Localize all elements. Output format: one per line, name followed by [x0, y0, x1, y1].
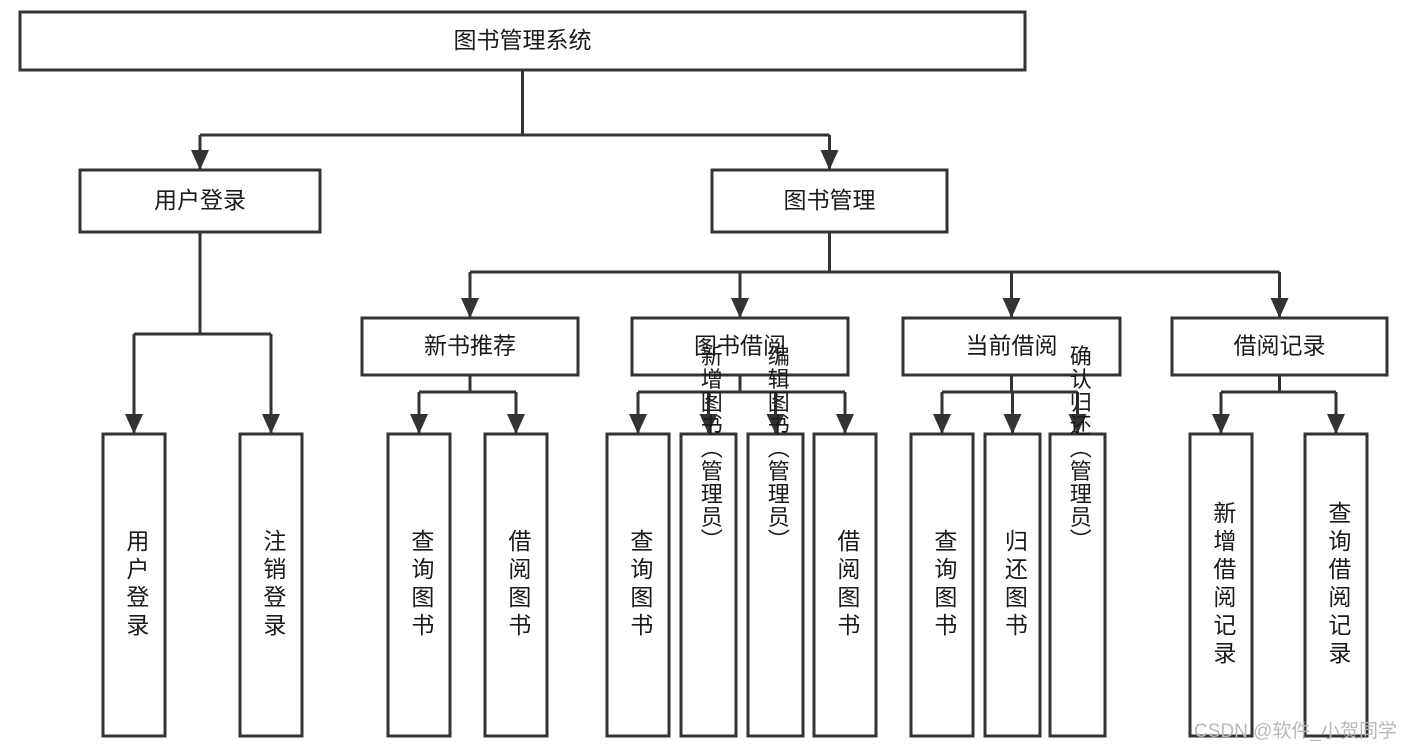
node-label-borrow-record: 借阅记录 [1234, 333, 1326, 359]
node-label-leaf-query-borrow-record: 查询借阅记录 [1325, 501, 1352, 669]
node-label-leaf-user-login: 用户登录 [123, 529, 150, 641]
node-label-leaf-edit-book: 编辑图书（管理员） [765, 345, 790, 552]
node-leaf-return-book[interactable]: 归还图书 [983, 432, 1042, 738]
node-box-leaf-query-book-current [909, 432, 975, 738]
node-label-current-borrow: 当前借阅 [966, 333, 1058, 359]
nodes-layer: 图书管理系统用户登录图书管理新书推荐图书借阅当前借阅借阅记录用户登录注销登录查询… [18, 10, 1389, 738]
node-box-leaf-query-book-borrow [605, 432, 671, 738]
arrow-head-bookmgmt-0 [461, 298, 479, 318]
node-box-leaf-return-book [983, 432, 1042, 738]
arrow-head-l3-0-1 [507, 414, 525, 434]
arrow-head-l3-2-0 [933, 414, 951, 434]
arrow-head-l3-2-2 [1068, 414, 1087, 434]
connectors-layer [125, 70, 1345, 434]
node-user-login[interactable]: 用户登录 [78, 168, 322, 234]
arrow-head-l3-1-3 [836, 414, 854, 434]
node-box-leaf-borrow-book-recommend [483, 432, 549, 738]
node-leaf-user-login[interactable]: 用户登录 [101, 432, 167, 738]
arrow-head-l3-3-1 [1327, 414, 1345, 434]
node-label-leaf-borrow-book: 借阅图书 [834, 529, 861, 641]
node-current-borrow[interactable]: 当前借阅 [901, 316, 1122, 377]
node-leaf-query-book-borrow[interactable]: 查询图书 [605, 432, 671, 738]
node-label-user-login: 用户登录 [154, 187, 246, 213]
node-box-leaf-edit-book [746, 432, 805, 738]
node-label-leaf-borrow-book-recommend: 借阅图书 [505, 529, 532, 641]
node-book-borrow[interactable]: 图书借阅 [630, 316, 850, 377]
node-leaf-query-borrow-record[interactable]: 查询借阅记录 [1303, 432, 1369, 738]
node-label-book-management: 图书管理 [784, 187, 876, 213]
node-leaf-logout[interactable]: 注销登录 [238, 432, 304, 738]
arrow-head-bookmgmt-2 [1002, 298, 1021, 318]
node-leaf-borrow-book[interactable]: 借阅图书 [812, 432, 878, 738]
arrow-head-l3-1-0 [629, 414, 647, 434]
node-box-current-borrow [901, 316, 1122, 377]
arrow-head-bookmgmt-3 [1270, 298, 1289, 318]
node-new-book-recommend[interactable]: 新书推荐 [360, 316, 580, 377]
node-borrow-record[interactable]: 借阅记录 [1170, 316, 1389, 377]
node-leaf-query-book-current[interactable]: 查询图书 [909, 432, 975, 738]
node-label-leaf-logout: 注销登录 [260, 529, 287, 641]
node-leaf-add-book[interactable]: 新增图书（管理员） [679, 345, 738, 738]
node-root[interactable]: 图书管理系统 [18, 10, 1027, 72]
node-leaf-query-book-recommend[interactable]: 查询图书 [386, 432, 452, 738]
node-label-root: 图书管理系统 [454, 27, 592, 53]
node-box-user-login [78, 168, 322, 234]
arrow-head-bookmgmt-1 [731, 298, 749, 318]
node-label-leaf-query-book-borrow: 查询图书 [627, 529, 654, 641]
node-label-book-borrow: 图书借阅 [694, 333, 786, 359]
node-box-leaf-logout [238, 432, 304, 738]
node-label-leaf-add-book: 新增图书（管理员） [698, 345, 723, 552]
node-box-leaf-confirm-return [1048, 432, 1107, 738]
arrow-head-l3-2-1 [1003, 414, 1022, 434]
node-leaf-edit-book[interactable]: 编辑图书（管理员） [746, 345, 805, 738]
node-box-leaf-borrow-book [812, 432, 878, 738]
arrow-head-root-0 [191, 150, 209, 170]
node-box-leaf-add-borrow-record [1188, 432, 1254, 738]
node-label-leaf-query-book-current: 查询图书 [931, 529, 958, 641]
node-label-leaf-query-book-recommend: 查询图书 [408, 529, 435, 641]
arrow-head-l3-1-1 [699, 414, 718, 434]
arrow-head-l3-1-2 [766, 414, 785, 434]
node-box-borrow-record [1170, 316, 1389, 377]
node-leaf-confirm-return[interactable]: 确认归还（管理员） [1048, 345, 1107, 738]
node-box-leaf-query-book-recommend [386, 432, 452, 738]
node-box-leaf-query-borrow-record [1303, 432, 1369, 738]
node-box-leaf-user-login [101, 432, 167, 738]
node-box-new-book-recommend [360, 316, 580, 377]
node-label-leaf-add-borrow-record: 新增借阅记录 [1210, 501, 1237, 669]
node-label-leaf-return-book: 归还图书 [1001, 529, 1028, 641]
node-box-root [18, 10, 1027, 72]
node-leaf-add-borrow-record[interactable]: 新增借阅记录 [1188, 432, 1254, 738]
node-box-book-management [710, 168, 949, 234]
node-box-book-borrow [630, 316, 850, 377]
node-book-management[interactable]: 图书管理 [710, 168, 949, 234]
arrow-head-l3-3-0 [1212, 414, 1230, 434]
arrow-head-l3-0-0 [410, 414, 428, 434]
arrow-head-userlogin-1 [262, 414, 280, 434]
node-leaf-borrow-book-recommend[interactable]: 借阅图书 [483, 432, 549, 738]
arrow-head-userlogin-0 [125, 414, 143, 434]
node-label-new-book-recommend: 新书推荐 [424, 333, 516, 359]
node-box-leaf-add-book [679, 432, 738, 738]
node-label-leaf-confirm-return: 确认归还（管理员） [1067, 345, 1092, 552]
arrow-head-root-1 [820, 150, 839, 170]
